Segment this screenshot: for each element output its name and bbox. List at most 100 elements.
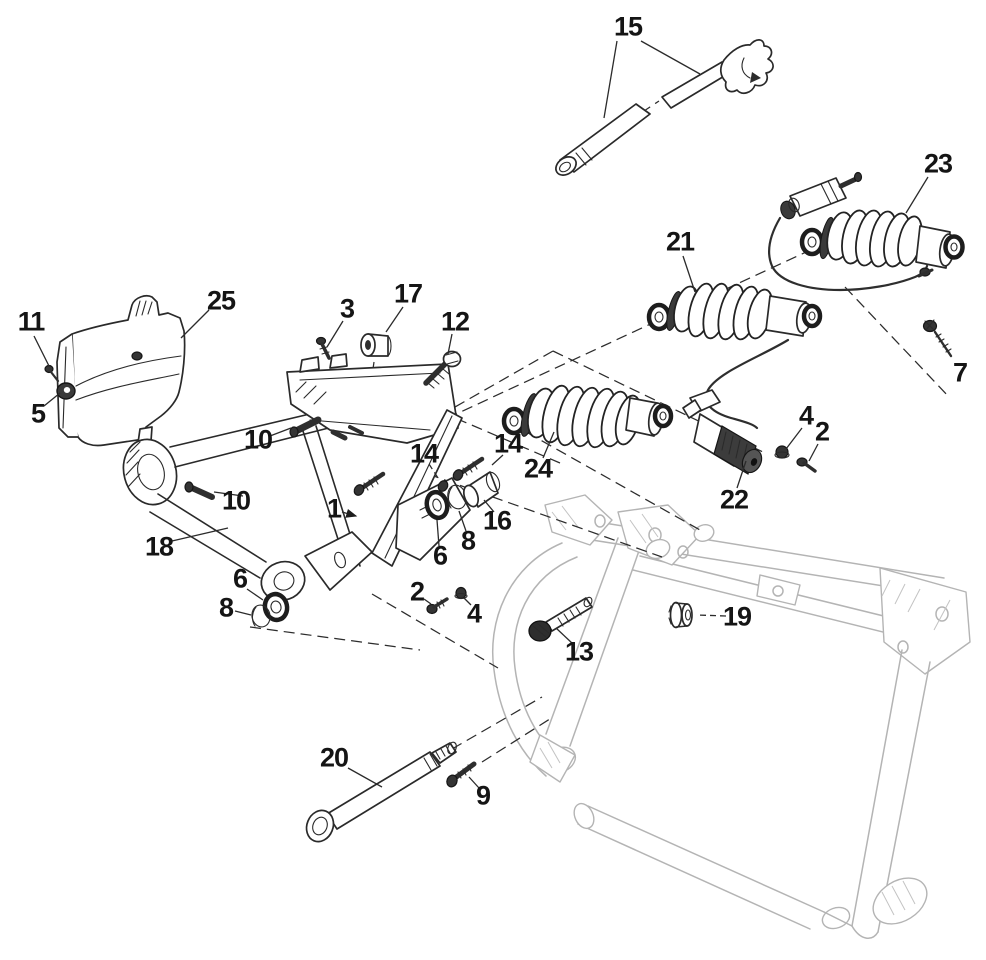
shock-21-hose <box>705 338 790 430</box>
part-20-pivot-shaft <box>305 741 457 843</box>
part-3-screw <box>315 336 331 360</box>
leader-line-15-0 <box>603 40 618 119</box>
part-2-bolt-lower <box>426 597 449 615</box>
part-7-bolt <box>922 319 953 358</box>
part-5-grommet <box>56 382 76 400</box>
callout-10-label: 10 <box>243 424 273 455</box>
leader-line-6-0 <box>246 588 264 601</box>
callout-21-label: 21 <box>665 226 695 257</box>
part-11-screw <box>44 364 60 383</box>
centerlines <box>249 100 951 763</box>
part-14-bolt-right <box>452 456 485 481</box>
part-24-shock-spring <box>501 384 674 449</box>
part-25-cover <box>56 295 186 447</box>
part-12-bolt <box>423 350 462 389</box>
callout-13-label: 13 <box>564 636 594 667</box>
callout-24-label: 24 <box>523 453 553 484</box>
swingarm-pivot-lug <box>122 438 178 506</box>
frame-ghost <box>492 494 971 939</box>
callout-19-label: 19 <box>722 601 752 632</box>
callout-1-label: 1 <box>326 493 342 524</box>
leader-line-25-0 <box>180 309 210 339</box>
part-4-nut-lower <box>454 586 468 600</box>
callout-14-label: 14 <box>409 438 439 469</box>
callout-4-label: 4 <box>798 400 814 431</box>
callout-3-label: 3 <box>339 293 355 324</box>
part-10-bearing-bolt-lower <box>189 485 215 500</box>
callout-4-label: 4 <box>466 598 482 629</box>
callout-23-label: 23 <box>923 148 953 179</box>
part-17-bushing <box>360 333 392 357</box>
leader-line-23-0 <box>905 176 929 214</box>
callout-12-label: 12 <box>440 306 470 337</box>
leader-line-18-0 <box>171 527 229 542</box>
part-10-bearing-bolt-upper <box>292 416 322 435</box>
callout-20-label: 20 <box>319 742 349 773</box>
part-13-bolt <box>528 596 593 642</box>
leader-line-2-0 <box>423 598 432 605</box>
callout-2-label: 2 <box>409 576 425 607</box>
shock-21-eyelet <box>646 302 672 332</box>
callout-6-label: 6 <box>232 563 248 594</box>
part-23-shock-absorber <box>768 171 965 292</box>
leader-line-17-0 <box>385 306 404 333</box>
swingarm-lower-shock-boss <box>260 560 306 602</box>
callout-22-label: 22 <box>719 484 749 515</box>
leader-line-24-0 <box>542 431 555 459</box>
part-16-spacer <box>462 471 501 508</box>
leader-line-21-0 <box>682 255 696 293</box>
leader-line-4-0 <box>463 597 472 606</box>
part-19-flange-nut <box>668 601 693 629</box>
callout-9-label: 9 <box>475 780 491 811</box>
part-8-retaining-ring-lower <box>251 604 271 628</box>
leader-line-9-0 <box>468 776 480 789</box>
part-2-bolt-right <box>796 457 817 473</box>
part-4-nut-right <box>774 445 790 459</box>
leader-line-20-0 <box>347 767 383 788</box>
callout-2-label: 2 <box>814 416 830 447</box>
leader-line-4-0 <box>785 427 803 450</box>
callout-8-label: 8 <box>460 525 476 556</box>
leader-line-15-1 <box>640 40 701 75</box>
callout-14-label: 14 <box>493 428 523 459</box>
leader-line-12-0 <box>447 333 453 355</box>
leader-line-1-0 <box>341 508 358 518</box>
part-18-swingarm <box>122 353 471 602</box>
callout-25-label: 25 <box>206 285 236 316</box>
callout-5-label: 5 <box>30 398 46 429</box>
cover-mount-hole <box>131 351 143 361</box>
swingarm-right-arm <box>371 409 463 567</box>
callout-10-label: 10 <box>221 485 251 516</box>
part-9-bolt <box>446 761 477 788</box>
leader-line-6-0 <box>436 519 440 547</box>
leader-line-3-0 <box>326 320 344 348</box>
part-15-spanner-tool <box>555 39 774 176</box>
leader-line-19-0 <box>696 614 727 617</box>
callout-18-label: 18 <box>144 531 174 562</box>
shock-23-eyelet <box>799 227 825 257</box>
part-14-bolt-left <box>353 471 449 496</box>
part-6-bushing-center <box>424 489 450 521</box>
leader-line-11-0 <box>33 335 50 367</box>
callout-17-label: 17 <box>393 278 423 309</box>
callout-15-label: 15 <box>613 11 643 42</box>
callout-8-label: 8 <box>218 592 234 623</box>
leader-line-8-0 <box>234 610 252 616</box>
callout-11-label: 11 <box>17 306 46 337</box>
leader-line-8-0 <box>458 510 467 532</box>
part-6-bushing-lower <box>262 591 290 623</box>
part-21-shock-absorber <box>646 282 823 430</box>
callout-7-label: 7 <box>952 357 968 388</box>
callout-16-label: 16 <box>482 505 512 536</box>
callout-6-label: 6 <box>432 540 448 571</box>
tool-hook-notch <box>750 72 761 83</box>
leader-line-10-0 <box>269 427 292 437</box>
leader-line-5-0 <box>43 392 61 407</box>
leader-line-22-0 <box>736 460 747 489</box>
leader-line-2-0 <box>808 443 819 462</box>
leader-line-16-0 <box>483 499 495 513</box>
part-22-adjuster-reservoir <box>682 389 763 475</box>
leader-line-10-0 <box>213 491 244 497</box>
callout-leader-lines <box>33 40 929 789</box>
